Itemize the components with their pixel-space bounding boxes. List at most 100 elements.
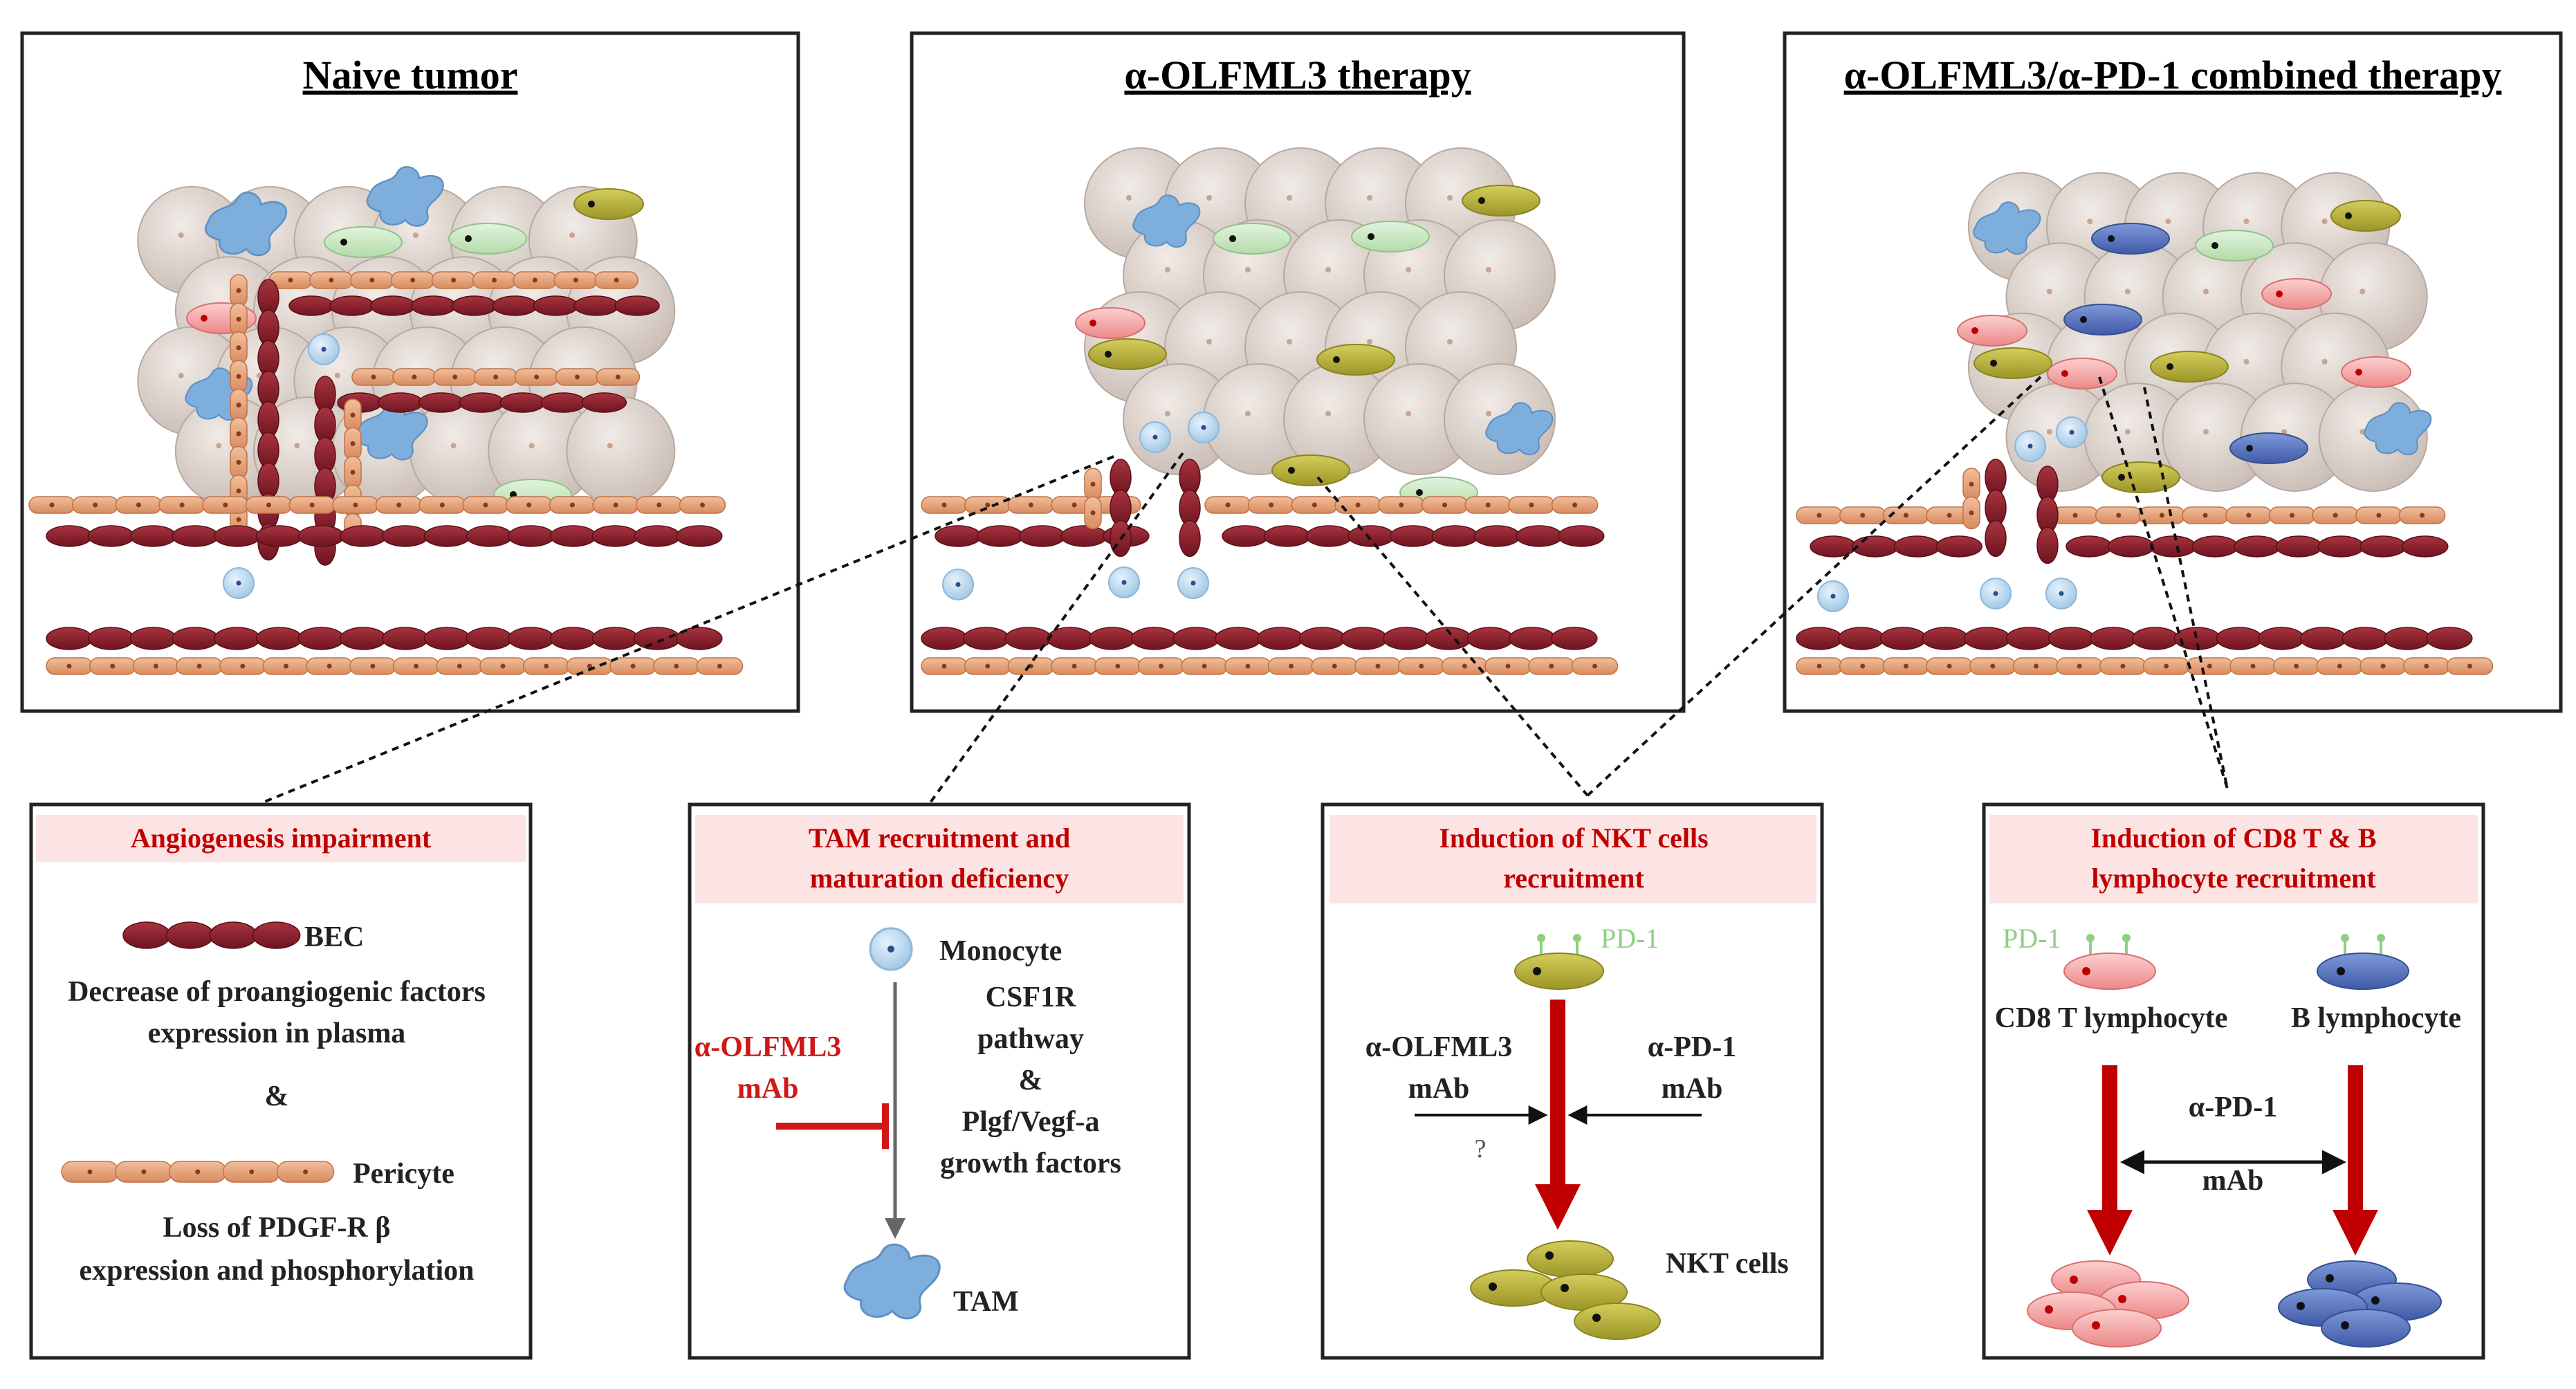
pericyte-nucleus <box>1462 663 1467 669</box>
pericyte-nucleus <box>196 663 202 669</box>
bec-cell <box>634 525 681 547</box>
monocyte-nucleus <box>1121 580 1127 585</box>
bec-cell <box>2234 535 2281 558</box>
bec-cell <box>459 392 505 413</box>
bec-cell <box>533 295 579 316</box>
nkt-cell <box>1462 185 1540 217</box>
connector-cd8-left <box>2098 376 2229 789</box>
pericyte-nucleus <box>492 277 497 283</box>
green-cell-nucleus <box>465 235 472 242</box>
bec-cell <box>1018 525 1066 547</box>
text-csf1r-line2: pathway <box>977 1023 1084 1055</box>
box-title-tam-line2: maturation deficiency <box>810 863 1069 894</box>
pericyte-nucleus <box>1947 513 1952 518</box>
pericyte-nucleus <box>493 374 499 380</box>
pericyte-nucleus <box>236 345 241 351</box>
pericyte-nucleus <box>236 288 241 293</box>
macrophage <box>1485 402 1554 456</box>
bec-cell <box>2191 535 2238 558</box>
label-question: ? <box>1475 1134 1487 1163</box>
cd8-cell <box>1075 307 1146 339</box>
nkt-cell <box>573 188 644 220</box>
tumor-mass-combined <box>1796 172 2494 675</box>
bec-cell <box>46 627 93 650</box>
panel-combined-therapy: α-OLFML3/α-PD-1 combined therapy <box>1783 31 2563 713</box>
tumor-cell-nucleus <box>2046 429 2052 435</box>
pericyte-nucleus <box>2164 663 2169 669</box>
box-angiogenesis: Angiogenesis impairment BEC Decrease of … <box>29 802 533 1360</box>
pericyte-nucleus <box>2467 663 2472 669</box>
monocyte-nucleus <box>1201 425 1206 430</box>
b-cell-nucleus <box>2108 235 2115 242</box>
label-nkt-cells: NKT cells <box>1666 1248 1789 1280</box>
pericyte-nucleus <box>1090 510 1096 515</box>
pericyte-nucleus <box>1969 481 1974 487</box>
pericyte-nucleus <box>656 502 662 508</box>
pericyte-nucleus <box>93 502 98 508</box>
pericyte-nucleus <box>236 459 241 465</box>
bec-cell <box>340 525 387 547</box>
pericyte-nucleus <box>2250 663 2256 669</box>
label-pd1-cd8: PD-1 <box>2003 923 2061 954</box>
pericyte-nucleus <box>236 431 241 436</box>
bec-cell <box>492 295 538 316</box>
bec-cell <box>2149 535 2197 558</box>
tumor-cell-nucleus <box>607 443 613 449</box>
cd8-cell <box>2261 278 2332 310</box>
nkt-cells-cluster-icon <box>1470 1240 1661 1340</box>
tumor-cell-nucleus <box>412 232 418 239</box>
text-csf1r-line5: growth factors <box>940 1148 1121 1179</box>
bec-cell <box>297 627 345 650</box>
nkt-cell-nucleus <box>1478 197 1485 204</box>
label-monocyte: Monocyte <box>939 935 1062 967</box>
pericyte-nucleus <box>236 517 241 522</box>
b-cell <box>2229 432 2308 464</box>
tumor-mass-naive <box>28 166 744 675</box>
monocyte-icon <box>869 927 913 971</box>
bec-cell <box>370 295 416 316</box>
pericyte-nucleus <box>1572 502 1578 508</box>
text-csf1r-line3: & <box>1019 1065 1043 1096</box>
pericyte-nucleus <box>630 663 636 669</box>
pericyte-nucleus <box>457 663 462 669</box>
macrophage <box>366 166 444 227</box>
pericyte-nucleus <box>544 663 549 669</box>
box-cd8-b: Induction of CD8 T & B lymphocyte recrui… <box>1982 802 2485 1360</box>
bec-cell <box>1305 525 1353 547</box>
text-decrease-line2: expression in plasma <box>148 1018 406 1049</box>
bec-cell <box>466 525 513 547</box>
nkt-cell-nucleus <box>588 201 595 208</box>
tumor-cell-nucleus <box>334 372 340 378</box>
text-ampersand: & <box>265 1080 289 1112</box>
green-cell-nucleus <box>2211 242 2218 249</box>
bec-cell <box>2342 627 2389 650</box>
panel-olfml3-therapy: α-OLFML3 therapy <box>910 31 1686 713</box>
pericyte-nucleus <box>2072 513 2078 518</box>
monocyte-nucleus <box>1993 591 1998 596</box>
tumor-mass-olfml3 <box>921 147 1619 675</box>
cd8-cell <box>1957 315 2027 347</box>
monocyte-nucleus <box>955 582 961 587</box>
bec-cell <box>614 295 660 316</box>
pericyte-nucleus <box>284 663 288 669</box>
monocyte-nucleus <box>1190 580 1196 586</box>
pericyte-nucleus <box>350 412 356 418</box>
bec-cell <box>2384 627 2431 650</box>
bec-cell <box>172 627 219 650</box>
bec-cell <box>499 392 546 413</box>
pericyte-nucleus <box>353 502 358 508</box>
bec-cell <box>255 525 303 547</box>
panel-title-combined: α-OLFML3/α-PD-1 combined therapy <box>1844 53 2502 98</box>
tumor-cell-nucleus <box>1206 339 1212 344</box>
tumor-cell-nucleus <box>178 372 184 378</box>
bec-cell <box>87 525 135 547</box>
pericyte-nucleus <box>2159 513 2164 518</box>
bec-cell <box>423 627 471 650</box>
pericyte-nucleus <box>2077 663 2082 669</box>
tumor-cell-nucleus <box>1486 411 1491 416</box>
pericyte-nucleus <box>1549 663 1554 669</box>
bec-cell <box>1851 535 1899 558</box>
pericyte-nucleus <box>370 663 376 669</box>
connector-nkt-right <box>1586 376 2042 797</box>
pericyte-nucleus <box>2246 513 2252 518</box>
